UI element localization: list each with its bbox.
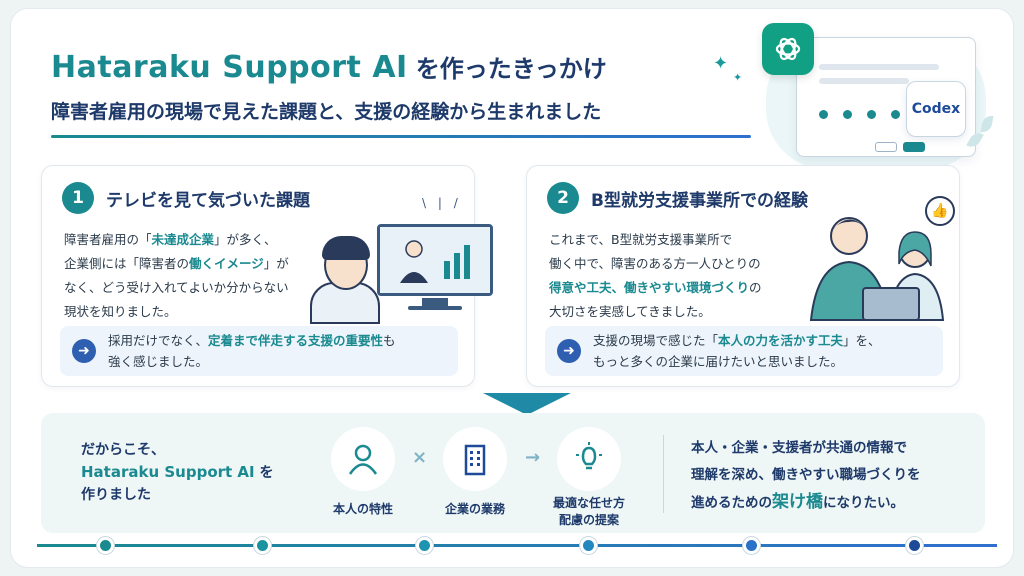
card-note: ➜ 支援の現場で感じた「本人の力を活かす工夫」を、 もっと多くの企業に届けたいと… (545, 326, 943, 376)
page-subtitle: 障害者雇用の現場で見えた課題と、支援の経験から生まれました (51, 101, 602, 123)
person-icon (331, 427, 395, 491)
title-underline (51, 135, 751, 138)
conclusion-panel: だからこそ、 Hataraku Support AI を 作りました 本人の特性… (41, 413, 985, 533)
infographic-canvas: Hataraku Support AI を作ったきっかけ ✦ ✦ 障害者雇用の現… (10, 8, 1014, 568)
card-number-badge: 2 (547, 182, 579, 214)
sparkle-icon: ✦ (713, 53, 729, 74)
icon-label: 最適な任せ方 配慮の提案 (552, 496, 625, 527)
highlight-text: 働きやすい環境づくり (624, 280, 750, 295)
highlight-text: 定着まで伴走する支援の重要性 (208, 333, 384, 348)
header-illustration: Codex (756, 19, 996, 169)
codex-label: Codex (911, 101, 961, 117)
icon-label: 企業の業務 (444, 502, 505, 516)
card-body: これまで、B型就労支援事業所で 働く中で、障害のある方一人ひとりの 得意や工夫、… (549, 232, 762, 319)
highlight-text: 未達成企業 (151, 232, 215, 247)
timeline-dot (416, 537, 433, 554)
arrow-right-icon: ➜ (72, 339, 96, 363)
highlight-text: 本人の力を活かす工夫 (718, 333, 844, 348)
tv-illustration (377, 224, 493, 296)
card-note: ➜ 採用だけでなく、定着まで伴走する支援の重要性も 強く感じました。 (60, 326, 458, 376)
card-title: B型就労支援事業所での経験 (591, 191, 808, 211)
conclusion-message: 本人・企業・支援者が共通の情報で 理解を深め、働きやすい職場づくりを 進めるため… (691, 440, 921, 512)
page-title: Hataraku Support AI を作ったきっかけ (51, 49, 607, 93)
thumbs-up-icon: 👍 (925, 196, 955, 226)
arrow-right-icon: ➜ (557, 339, 581, 363)
icon-label: 本人の特性 (332, 502, 393, 516)
timeline-dot (580, 537, 597, 554)
people-illustration (809, 217, 945, 321)
highlight-text: 得意や工夫 (549, 280, 612, 295)
timeline-dot (97, 537, 114, 554)
brand-name: Hataraku Support AI (81, 463, 255, 481)
conclusion-lead: だからこそ、 Hataraku Support AI を 作りました (81, 442, 274, 503)
tv-signal-icon: \ | / (422, 196, 462, 210)
card-number-badge: 1 (62, 182, 94, 214)
highlight-text: 架け橋 (772, 492, 823, 512)
codex-badge: Codex (906, 81, 966, 137)
title-suffix: を作ったきっかけ (415, 55, 607, 83)
sparkle-small-icon: ✦ (733, 71, 743, 84)
timeline-dot (254, 537, 271, 554)
timeline-bar (37, 544, 997, 547)
down-arrow-icon (483, 393, 571, 415)
title-brand: Hataraku Support AI (51, 50, 408, 85)
divider (663, 435, 664, 513)
card-b-type-experience: 2 B型就労支援事業所での経験 これまで、B型就労支援事業所で 働く中で、障害の… (526, 165, 960, 387)
card-body: 障害者雇用の「未達成企業」が多く、 企業側には「障害者の働くイメージ」が なく、… (64, 232, 289, 319)
highlight-text: 働くイメージ (189, 256, 264, 271)
chatgpt-logo-icon (762, 23, 814, 75)
building-icon (443, 427, 507, 491)
times-operator: × (412, 447, 428, 468)
arrow-operator: → (525, 447, 541, 468)
timeline-dot (743, 537, 760, 554)
card-title: テレビを見て気づいた課題 (106, 191, 310, 211)
timeline-dot (906, 537, 923, 554)
lightbulb-icon (557, 427, 621, 491)
card-tv-issue: 1 テレビを見て気づいた課題 障害者雇用の「未達成企業」が多く、 企業側には「障… (41, 165, 493, 387)
